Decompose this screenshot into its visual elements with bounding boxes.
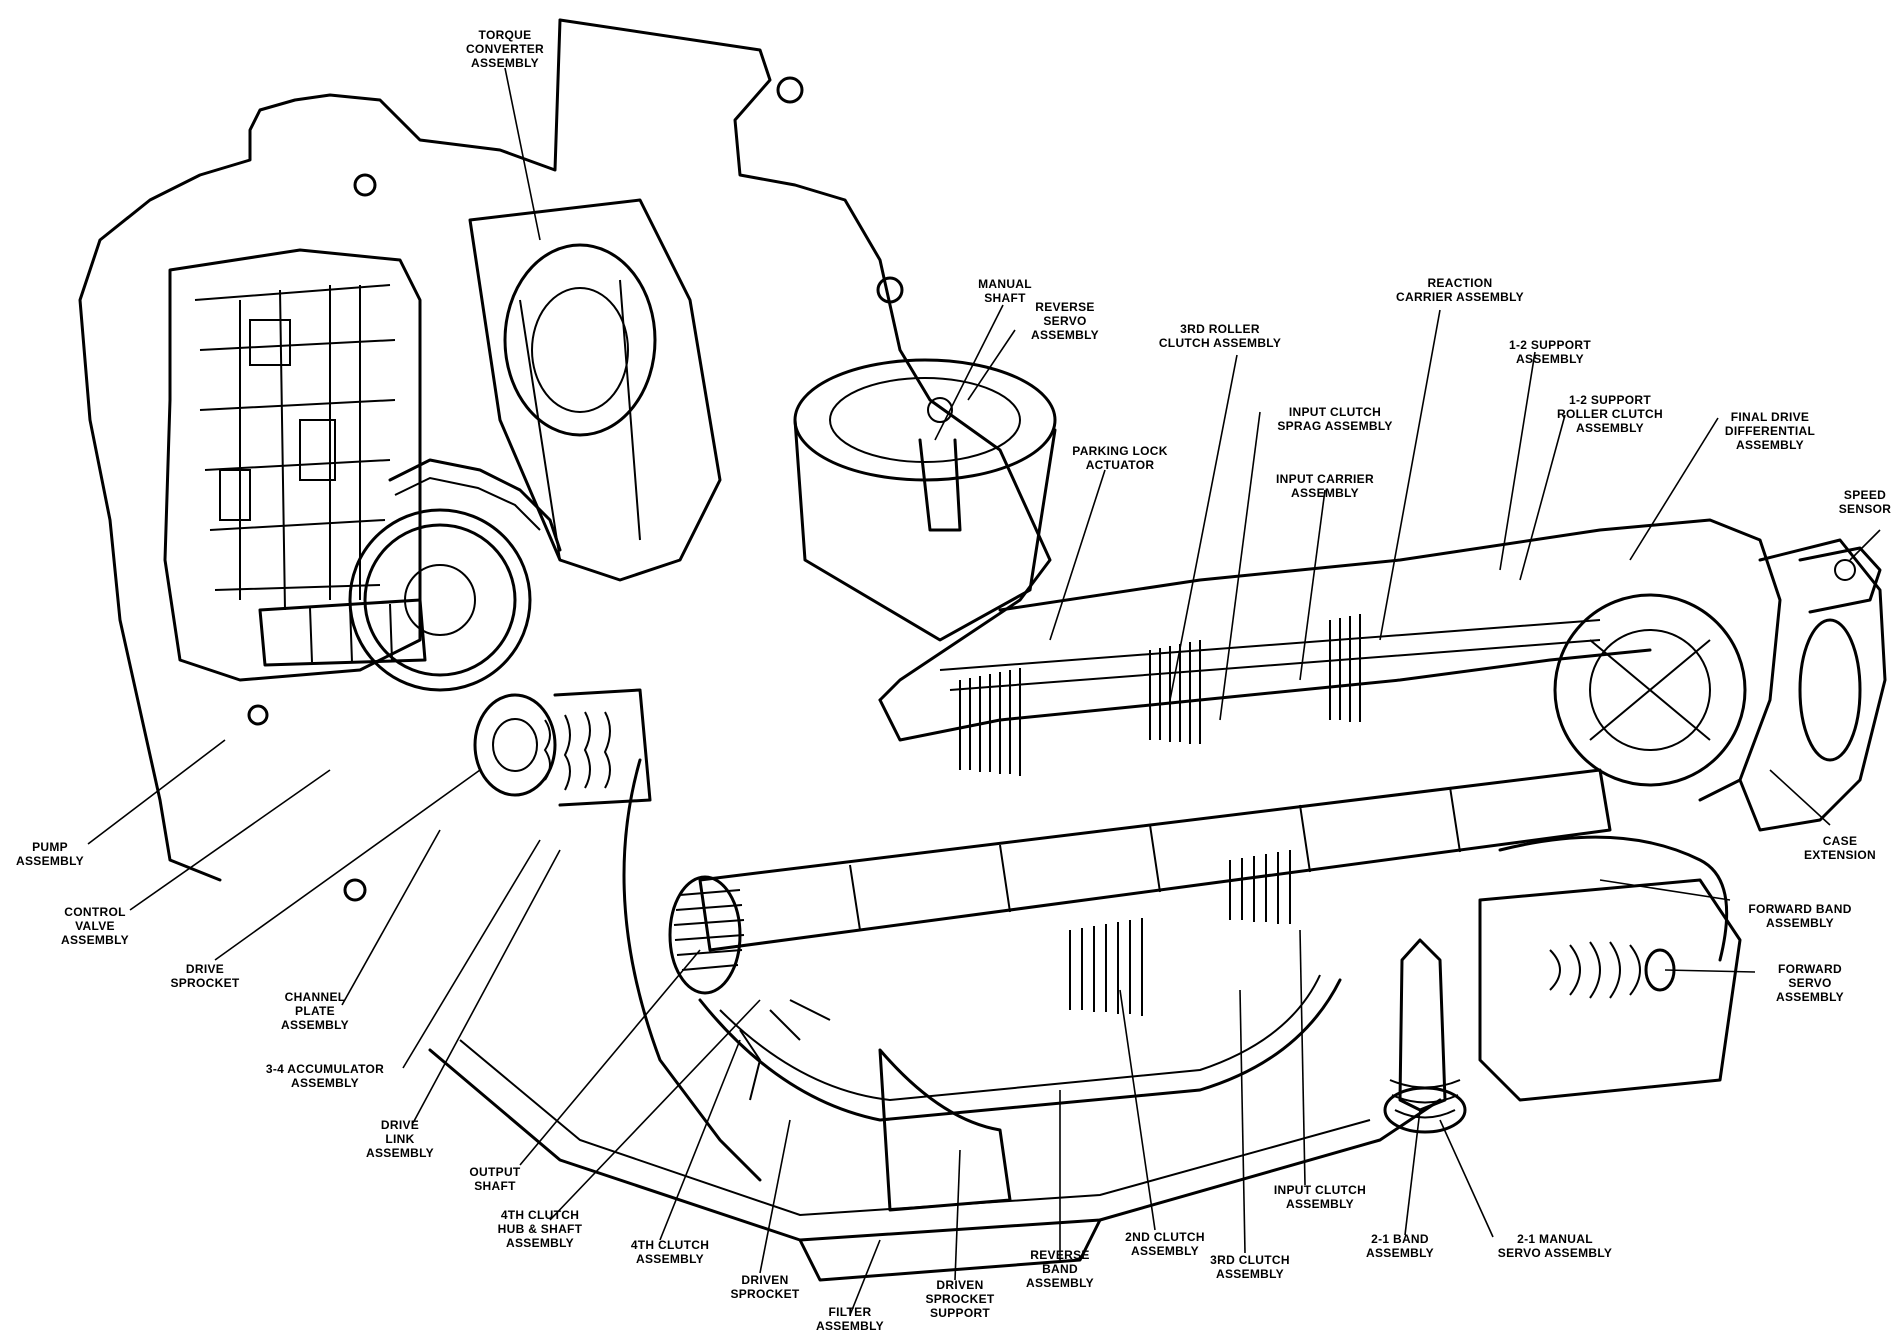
label-2-1-band: 2-1 BAND ASSEMBLY: [1366, 1232, 1434, 1260]
label-control-valve: CONTROL VALVE ASSEMBLY: [61, 905, 129, 947]
label-3rd-roller-clutch: 3RD ROLLER CLUTCH ASSEMBLY: [1158, 322, 1282, 350]
label-manual-shaft: MANUAL SHAFT: [978, 277, 1032, 305]
label-parking-lock: PARKING LOCK ACTUATOR: [1072, 444, 1168, 472]
label-pump: PUMP ASSEMBLY: [16, 840, 84, 868]
upper-clutch-packs: [959, 614, 1361, 776]
label-final-drive: FINAL DRIVE DIFFERENTIAL ASSEMBLY: [1724, 410, 1816, 452]
label-drive-link: DRIVE LINK ASSEMBLY: [366, 1118, 434, 1160]
leader-lines: [87, 67, 1881, 1316]
label-reaction-carrier: REACTION CARRIER ASSEMBLY: [1396, 276, 1524, 304]
label-forward-servo: FORWARD SERVO ASSEMBLY: [1776, 962, 1844, 1004]
label-4th-clutch: 4TH CLUTCH ASSEMBLY: [630, 1238, 710, 1266]
label-driven-sprocket: DRIVEN SPROCKET: [730, 1273, 800, 1301]
label-reverse-servo: REVERSE SERVO ASSEMBLY: [1031, 300, 1099, 342]
label-2nd-clutch: 2ND CLUTCH ASSEMBLY: [1125, 1230, 1205, 1258]
label-2-1-manual-servo: 2-1 MANUAL SERVO ASSEMBLY: [1497, 1232, 1613, 1260]
label-driven-sprocket-support: DRIVEN SPROCKET SUPPORT: [925, 1278, 995, 1320]
label-3rd-clutch: 3RD CLUTCH ASSEMBLY: [1210, 1253, 1290, 1281]
label-speed-sensor: SPEED SENSOR: [1838, 488, 1892, 516]
lower-clutch-packs: [1069, 850, 1291, 1016]
label-input-clutch: INPUT CLUTCH ASSEMBLY: [1273, 1183, 1367, 1211]
two-one-servo: [1383, 938, 1467, 1134]
label-input-carrier: INPUT CARRIER ASSEMBLY: [1276, 472, 1374, 500]
label-torque-converter: TORQUE CONVERTER ASSEMBLY: [465, 28, 545, 70]
label-forward-band: FORWARD BAND ASSEMBLY: [1748, 902, 1852, 930]
label-4th-clutch-hub: 4TH CLUTCH HUB & SHAFT ASSEMBLY: [497, 1208, 583, 1250]
label-reverse-band: REVERSE BAND ASSEMBLY: [1026, 1248, 1094, 1290]
label-filter: FILTER ASSEMBLY: [816, 1305, 884, 1333]
forward-servo-spring: [1478, 878, 1742, 1102]
label-1-2-support: 1-2 SUPPORT ASSEMBLY: [1509, 338, 1591, 366]
label-drive-sprocket: DRIVE SPROCKET: [170, 962, 240, 990]
label-output-shaft: OUTPUT SHAFT: [469, 1165, 521, 1193]
label-input-clutch-sprag: INPUT CLUTCH SPRAG ASSEMBLY: [1277, 405, 1393, 433]
label-1-2-support-roller-clutch: 1-2 SUPPORT ROLLER CLUTCH ASSEMBLY: [1557, 393, 1663, 435]
accumulator-spring: [473, 688, 652, 807]
case-outline: [78, 18, 1887, 1282]
label-3-4-accumulator: 3-4 ACCUMULATOR ASSEMBLY: [265, 1062, 385, 1090]
label-channel-plate: CHANNEL PLATE ASSEMBLY: [281, 990, 349, 1032]
label-case-extension: CASE EXTENSION: [1803, 834, 1877, 862]
